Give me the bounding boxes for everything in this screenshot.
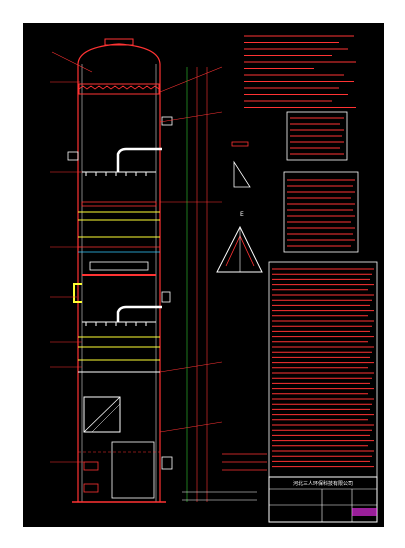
middle-header-bar [82,274,156,276]
drain-nozzle [83,461,99,471]
bottom-legend [182,453,267,501]
detail-large-gusset [216,225,263,273]
tower-vessel [67,38,173,503]
right-nozzle-1 [161,116,173,126]
demister-mesh [78,85,160,90]
parts-list [268,261,378,478]
upper-spray-nozzles [85,172,147,176]
right-nozzle-3 [161,456,173,470]
upper-support-grid [81,201,157,207]
middle-spray-nozzles [85,322,147,326]
parameter-table [286,111,348,161]
drawing-canvas: E 河北三人环保科技有限公司 [22,22,385,528]
middle-side-pipe [73,283,82,303]
outlet-nozzle [83,483,99,493]
inlet-duct-hatch [91,403,121,433]
right-nozzle-2 [161,291,171,303]
dimension-columns [186,67,208,502]
left-nozzle-1 [67,151,79,161]
inlet-duct-diagonal [83,396,121,433]
company-name: 河北三人环保科技有限公司 [293,480,353,487]
drawing-number-highlight [352,508,377,516]
upper-spray-pipe [116,147,162,172]
top-outlet-nozzle [104,38,134,46]
nozzle-table [283,171,359,253]
technical-notes [244,35,356,108]
middle-distributor [89,261,149,271]
top-dome [77,43,161,65]
sump-box [111,441,155,499]
title-block: 河北三人环保科技有限公司 [268,476,378,523]
sheet-border [22,22,385,528]
gas-inlet-duct [83,396,121,433]
leader-lines [50,51,223,463]
middle-spray-pipe [116,305,162,322]
section-label-e: E [240,211,244,218]
detail-small-triangle [231,141,251,188]
drawing-sheet: E 河北三人环保科技有限公司 [22,22,385,528]
